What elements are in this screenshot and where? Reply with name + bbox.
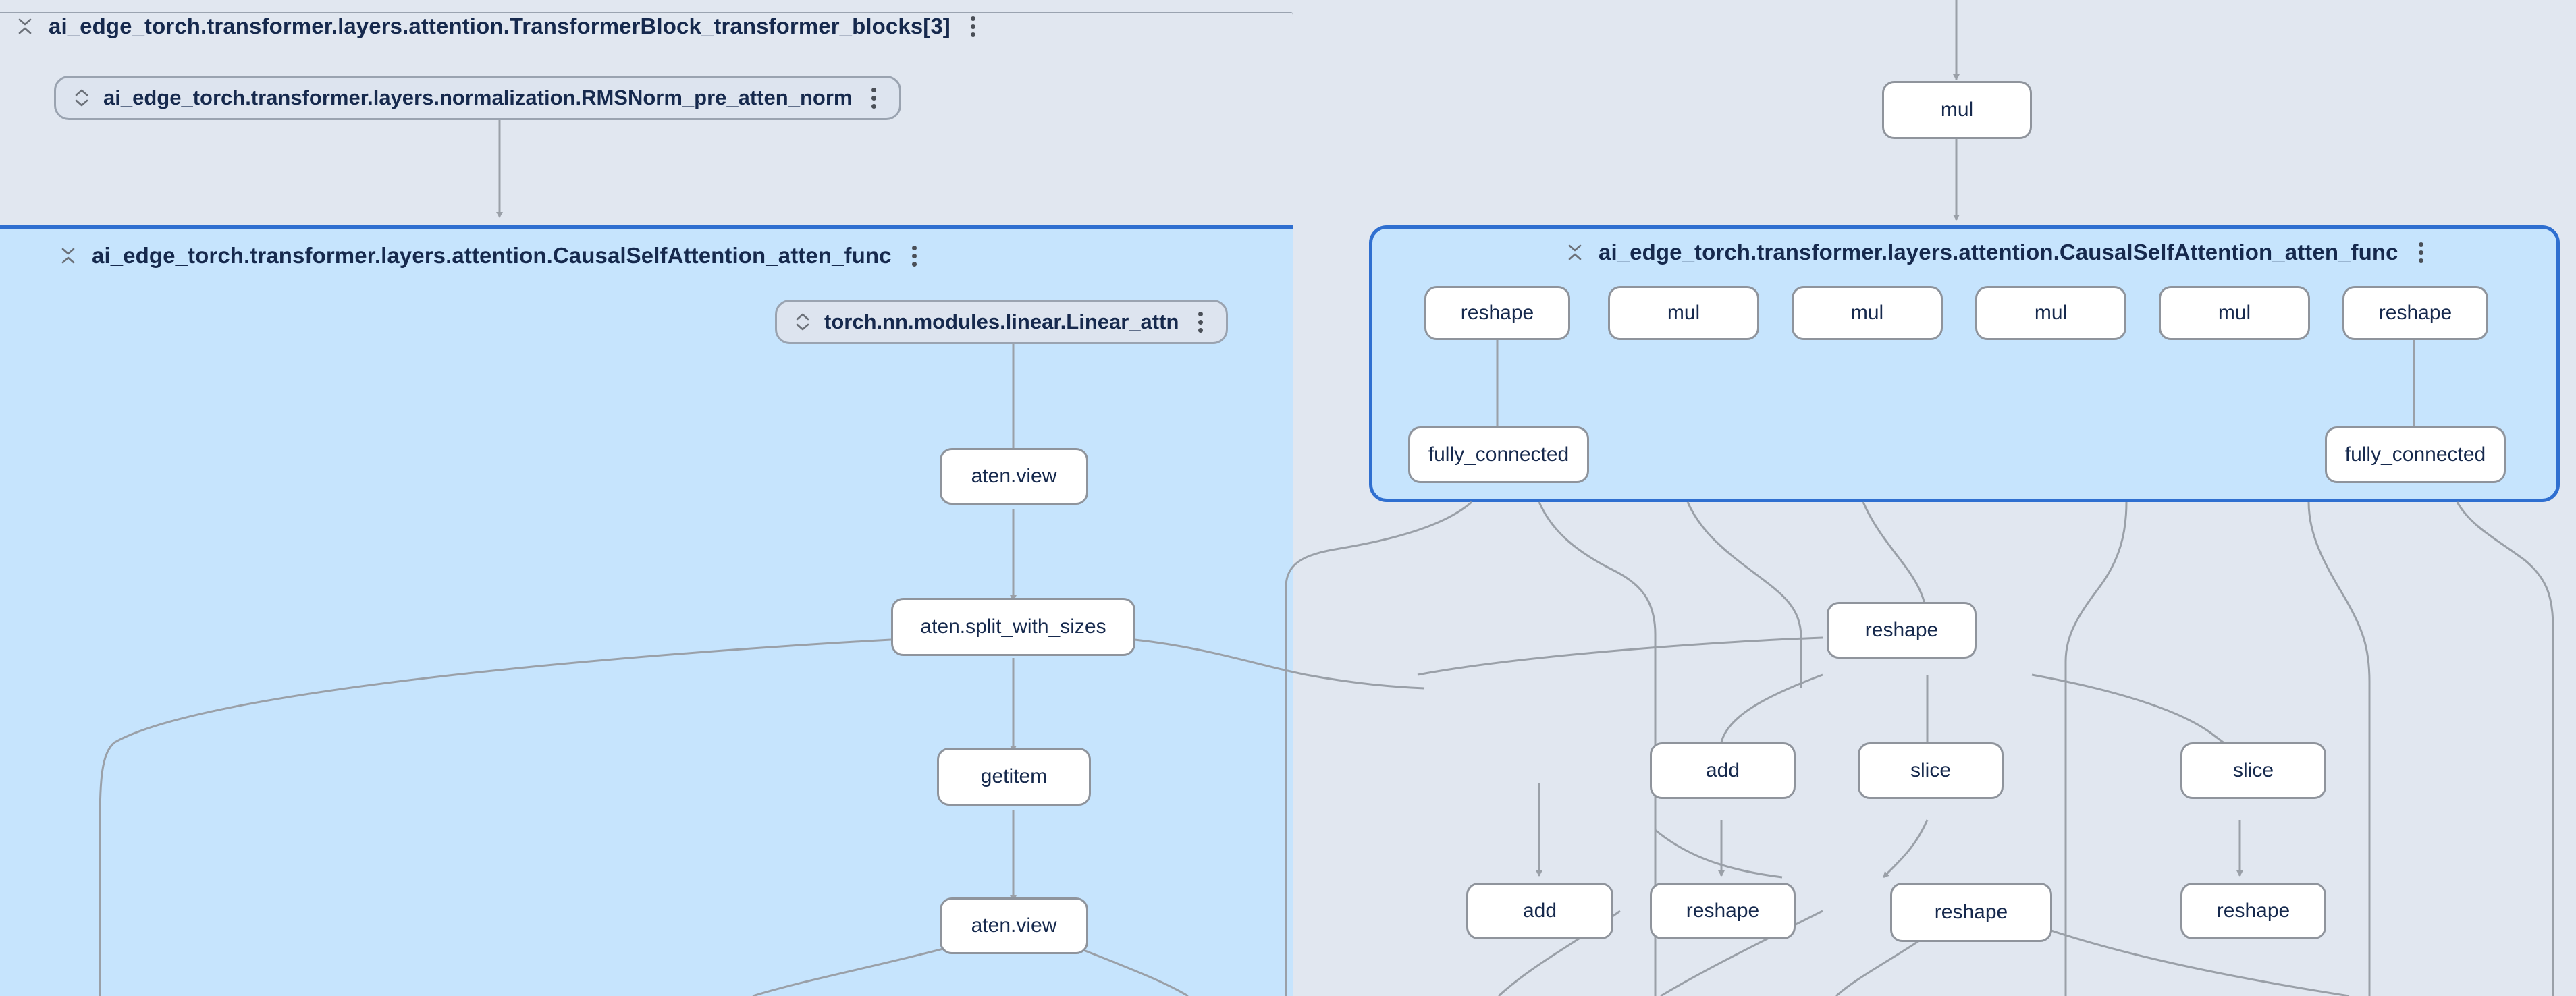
node-fully-connected[interactable]: fully_connected xyxy=(2325,426,2506,483)
more-vertical-icon[interactable] xyxy=(1192,311,1208,333)
panel-title: ai_edge_torch.transformer.layers.attenti… xyxy=(49,13,950,38)
node-reshape[interactable]: reshape xyxy=(1650,883,1796,939)
node-mul[interactable]: mul xyxy=(1975,286,2126,340)
node-reshape[interactable]: reshape xyxy=(2342,286,2488,340)
node-reshape[interactable]: reshape xyxy=(1890,883,2052,942)
panel-header-causal-self-attention-right[interactable]: ai_edge_torch.transformer.layers.attenti… xyxy=(1566,240,2430,265)
collapse-chevrons-icon[interactable] xyxy=(1566,242,1584,262)
node-slice[interactable]: slice xyxy=(1858,742,2004,799)
more-vertical-icon[interactable] xyxy=(865,87,882,109)
node-reshape[interactable]: reshape xyxy=(1424,286,1570,340)
node-aten-split-with-sizes[interactable]: aten.split_with_sizes xyxy=(891,598,1135,656)
module-rmsnorm-pre-atten-norm[interactable]: ai_edge_torch.transformer.layers.normali… xyxy=(54,76,902,120)
more-vertical-icon[interactable] xyxy=(965,16,982,37)
more-vertical-icon[interactable] xyxy=(907,245,923,267)
node-reshape[interactable]: reshape xyxy=(2180,883,2326,939)
node-slice[interactable]: slice xyxy=(2180,742,2326,799)
node-mul[interactable]: mul xyxy=(1792,286,1943,340)
panel-header-causal-self-attention-left[interactable]: ai_edge_torch.transformer.layers.attenti… xyxy=(59,243,923,269)
node-getitem[interactable]: getitem xyxy=(937,748,1091,806)
expand-chevrons-icon[interactable] xyxy=(74,88,90,108)
panel-header-transformer-block[interactable]: ai_edge_torch.transformer.layers.attenti… xyxy=(16,13,982,39)
node-add[interactable]: add xyxy=(1650,742,1796,799)
node-fully-connected[interactable]: fully_connected xyxy=(1408,426,1589,483)
node-mul[interactable]: mul xyxy=(2159,286,2310,340)
node-add[interactable]: add xyxy=(1466,883,1613,939)
node-mul[interactable]: mul xyxy=(1608,286,1759,340)
module-title: torch.nn.modules.linear.Linear_attn xyxy=(824,310,1179,333)
node-reshape[interactable]: reshape xyxy=(1827,602,1977,659)
module-linear-attn[interactable]: torch.nn.modules.linear.Linear_attn xyxy=(775,300,1229,344)
panel-title: ai_edge_torch.transformer.layers.attenti… xyxy=(92,243,892,268)
collapse-chevrons-icon[interactable] xyxy=(59,246,77,266)
node-aten-view[interactable]: aten.view xyxy=(940,448,1088,505)
more-vertical-icon[interactable] xyxy=(2413,242,2430,263)
module-title: ai_edge_torch.transformer.layers.normali… xyxy=(103,86,853,109)
collapse-chevrons-icon[interactable] xyxy=(16,16,34,36)
panel-title: ai_edge_torch.transformer.layers.attenti… xyxy=(1599,240,2398,265)
node-mul[interactable]: mul xyxy=(1882,81,2032,139)
expand-chevrons-icon[interactable] xyxy=(795,312,811,332)
node-aten-view[interactable]: aten.view xyxy=(940,897,1088,954)
